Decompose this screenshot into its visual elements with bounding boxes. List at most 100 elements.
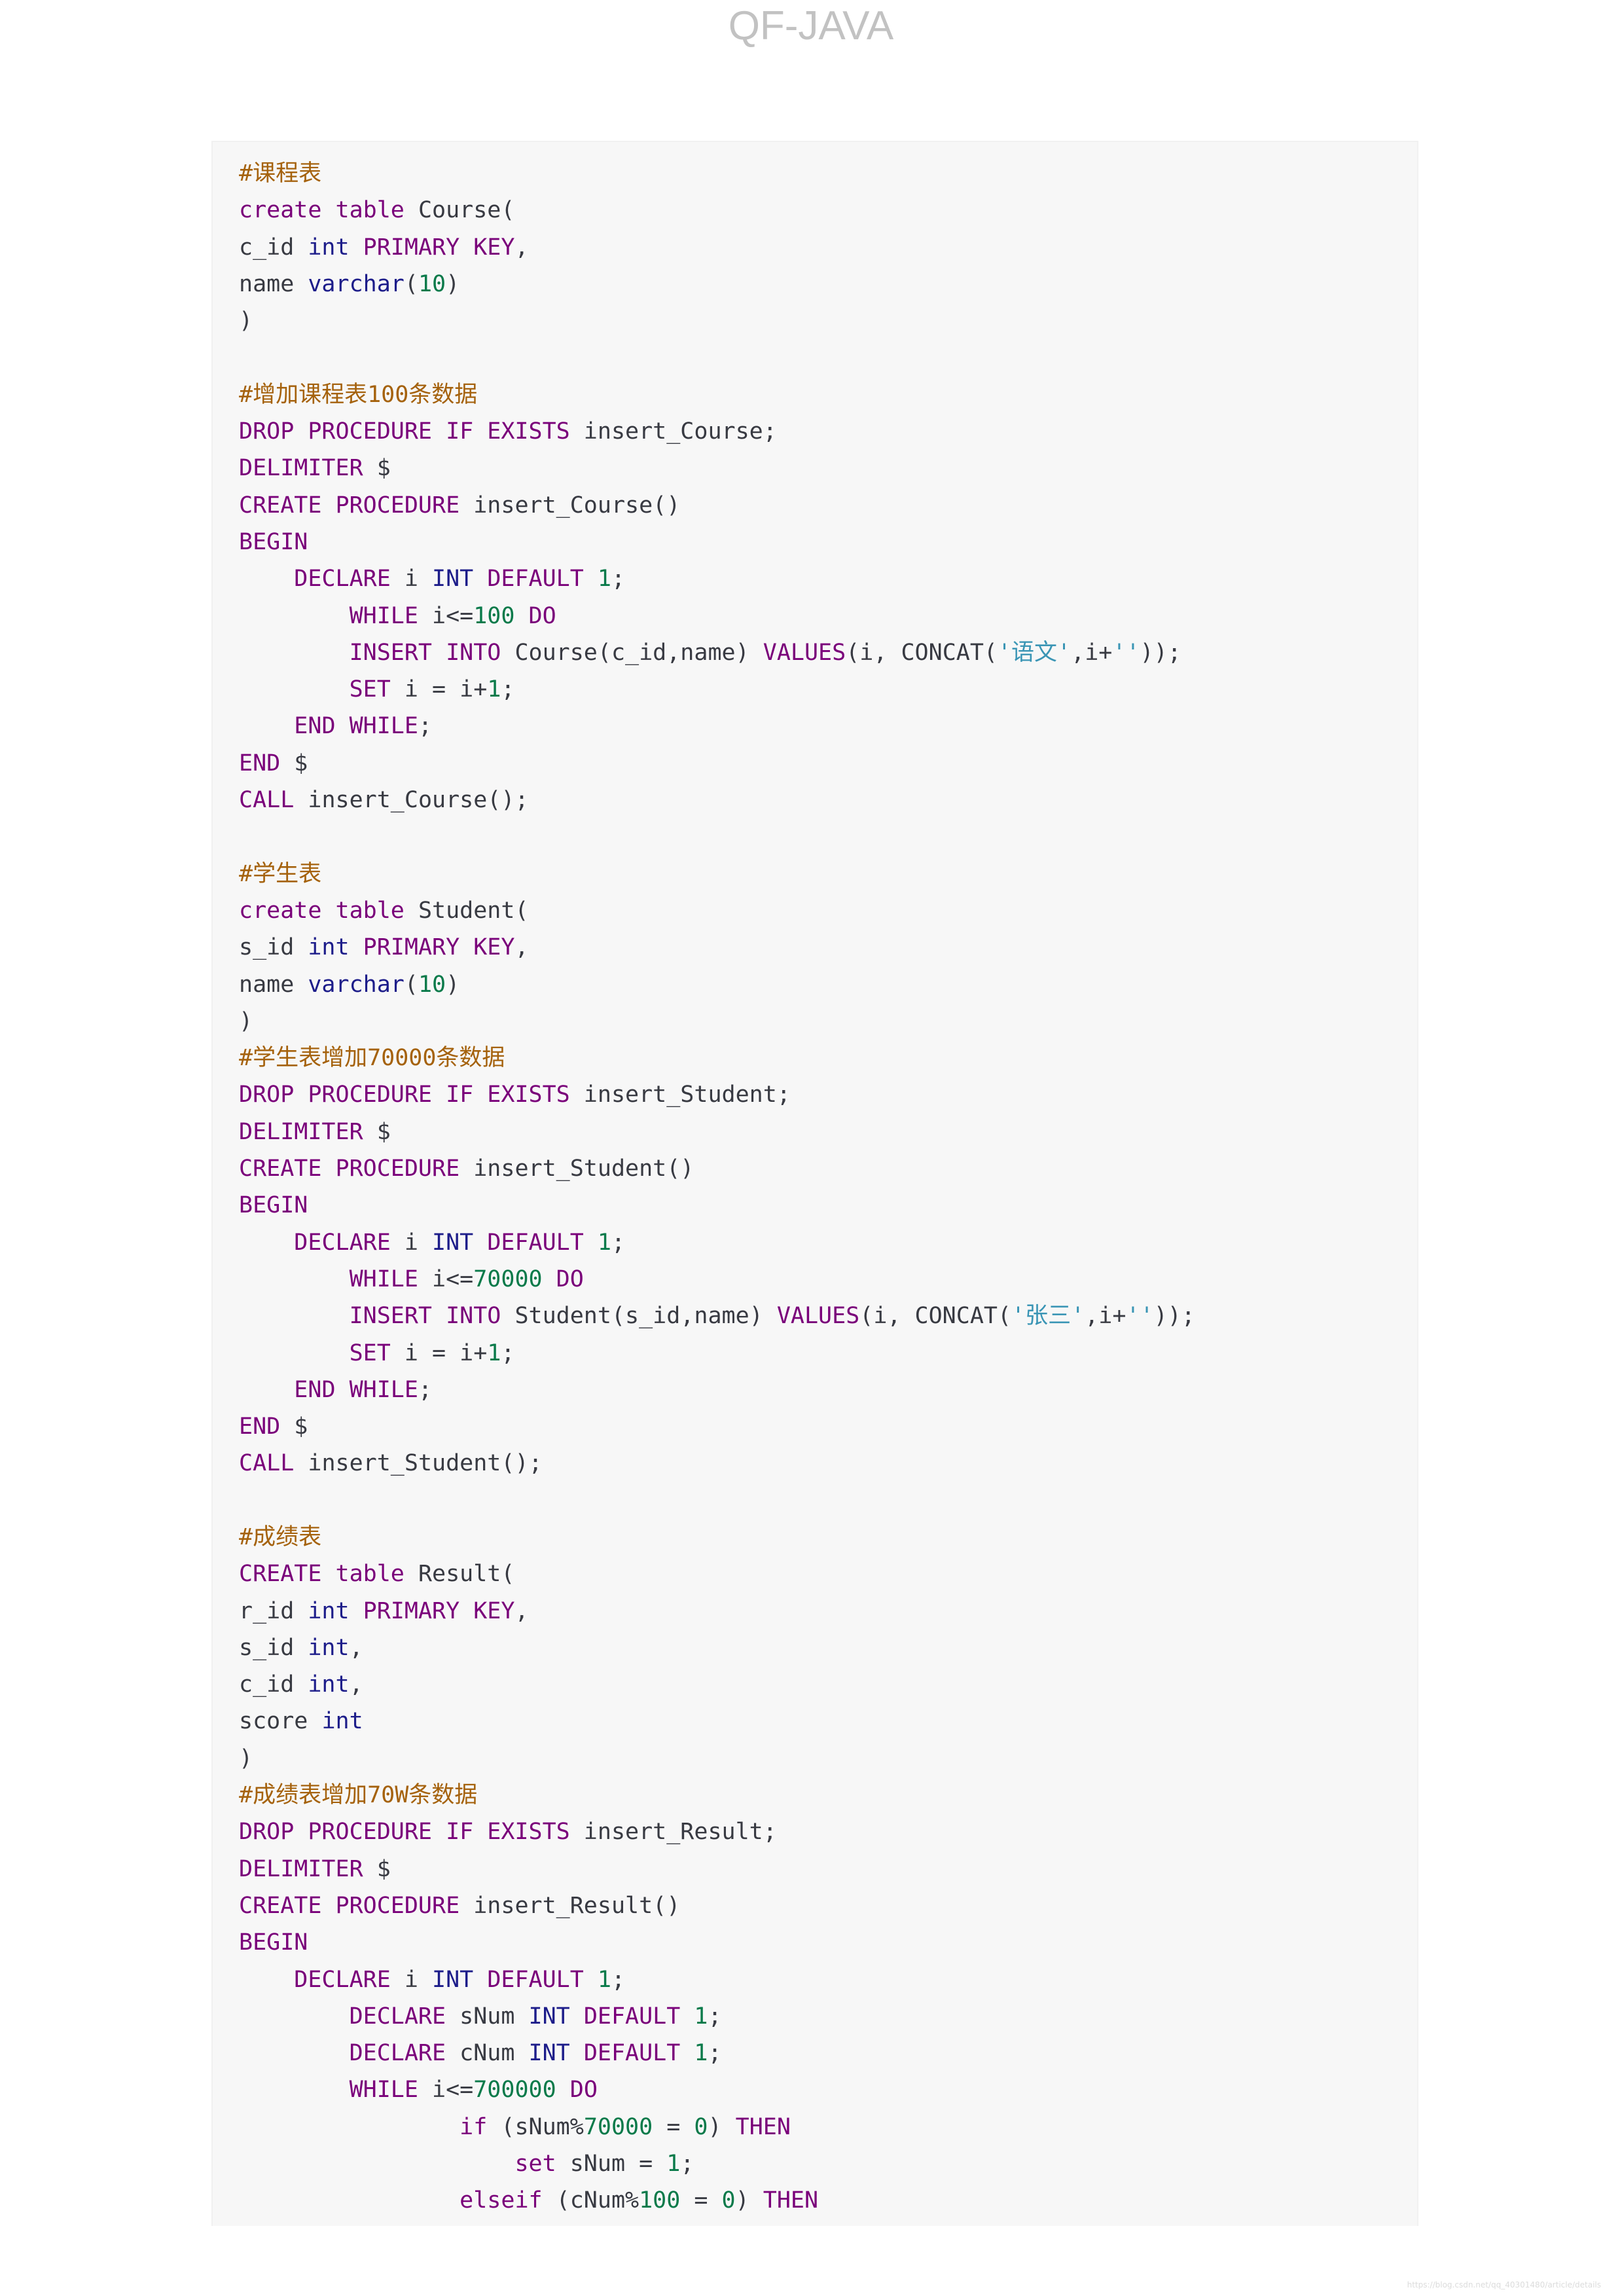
code-keyword: DELIMITER (239, 1855, 363, 1882)
code-text: ( (404, 270, 418, 297)
code-text: i = i+ (390, 676, 488, 703)
code-text: ; (680, 2151, 694, 2178)
code-text: ) (239, 1008, 253, 1034)
code-keyword: THEN (735, 2113, 791, 2140)
code-text: , (514, 934, 529, 961)
code-line: ) (239, 1740, 1195, 1777)
code-keyword: DEFAULT (487, 566, 584, 592)
code-line: DECLARE i INT DEFAULT 1; (239, 560, 1195, 597)
code-text: score (239, 1708, 322, 1735)
code-line: END WHILE; (239, 708, 1195, 744)
code-text (350, 934, 363, 960)
code-text: name (239, 270, 308, 297)
code-text: Result( (404, 1561, 515, 1588)
code-text (321, 197, 335, 223)
code-text (239, 1377, 294, 1403)
code-keyword: CREATE PROCEDURE (239, 1892, 460, 1919)
code-text: insert_Student() (460, 1156, 694, 1182)
code-type: int (308, 934, 350, 961)
code-text: cNum (446, 2040, 529, 2067)
code-type: INT (528, 2003, 570, 2030)
code-text: , (349, 1671, 363, 1698)
code-text: ) (446, 971, 460, 998)
code-text: i (390, 566, 433, 592)
code-text: Student( (404, 897, 529, 924)
code-line: name varchar(10) (239, 966, 1195, 1003)
code-text (239, 640, 350, 666)
code-number: 100 (639, 2187, 681, 2214)
code-text (239, 2151, 514, 2177)
code-text: i<= (418, 602, 474, 629)
code-line: WHILE i<=70000 DO (239, 1261, 1195, 1298)
code-keyword: create (239, 897, 322, 924)
code-keyword: WHILE (349, 2077, 418, 2104)
code-text (239, 2040, 350, 2066)
code-keyword: INSERT INTO (349, 1303, 501, 1330)
code-keyword: BEGIN (239, 1192, 308, 1219)
code-type: int (308, 1671, 350, 1698)
code-line: BEGIN (239, 524, 1195, 560)
code-text: = (680, 2187, 722, 2214)
code-text (239, 603, 350, 629)
code-text: r_id (239, 1597, 308, 1624)
code-keyword: if (460, 2113, 488, 2140)
code-text: ; (418, 713, 433, 740)
code-keyword: PRIMARY KEY (363, 934, 515, 961)
code-text: insert_Student; (569, 1082, 791, 1108)
code-text: , (349, 1634, 363, 1661)
code-comment: #成绩表 (239, 1523, 322, 1550)
code-line: create table Student( (239, 892, 1195, 929)
code-type: varchar (308, 971, 405, 998)
code-comment: #成绩表增加70W条数据 (239, 1782, 478, 1809)
code-keyword: DELIMITER (239, 455, 363, 482)
code-text: i<= (418, 1266, 474, 1292)
code-line: SET i = i+1; (239, 1335, 1195, 1372)
code-line: ) (239, 1003, 1195, 1040)
code-text: = (653, 2113, 694, 2140)
code-text (556, 2077, 570, 2103)
code-text: $ (363, 1118, 391, 1145)
code-text: ; (611, 1966, 626, 1993)
code-keyword: END (239, 750, 281, 776)
code-number: 10 (418, 971, 446, 998)
code-comment: #增加课程表100条数据 (239, 381, 478, 408)
code-number: 1 (597, 1229, 611, 1256)
code-text: ) (446, 270, 460, 297)
code-line: DELIMITER $ (239, 1114, 1195, 1150)
code-line: elseif (cNum%100 = 0) THEN (239, 2182, 1195, 2219)
code-line: CREATE PROCEDURE insert_Course() (239, 487, 1195, 524)
code-keyword: SET (349, 676, 391, 703)
code-text (680, 2040, 694, 2066)
code-text (239, 2114, 460, 2140)
code-keyword: elseif (460, 2187, 543, 2214)
code-keyword: DECLARE (294, 1229, 391, 1256)
code-text: sNum = (556, 2151, 667, 2178)
code-text (239, 1340, 350, 1366)
code-line: END $ (239, 1408, 1195, 1445)
code-line: c_id int, (239, 1666, 1195, 1703)
code-line: CALL insert_Student(); (239, 1445, 1195, 1482)
code-text (239, 1266, 350, 1292)
code-type: int (308, 1634, 350, 1661)
code-text: (sNum% (487, 2113, 584, 2140)
code-line: ) (239, 302, 1195, 339)
code-line: name varchar(10) (239, 266, 1195, 302)
code-text: insert_Course(); (294, 787, 529, 814)
code-comment: #学生表增加70000条数据 (239, 1045, 505, 1072)
code-number: 1 (694, 2003, 708, 2030)
watermark: https://blog.csdn.net/qq_40301480/articl… (1407, 2280, 1601, 2289)
code-text: (cNum% (542, 2187, 640, 2214)
code-line: DELIMITER $ (239, 450, 1195, 486)
code-line: BEGIN (239, 1924, 1195, 1961)
code-line: DECLARE i INT DEFAULT 1; (239, 1224, 1195, 1261)
code-text: insert_Result() (460, 1892, 681, 1919)
code-text (239, 2077, 350, 2103)
code-text: )); (1140, 639, 1181, 666)
code-keyword: table (335, 897, 405, 924)
code-line: DELIMITER $ (239, 1851, 1195, 1887)
code-keyword: CALL (239, 787, 295, 814)
code-text: , (514, 234, 529, 261)
code-text: ; (501, 676, 515, 703)
code-text: ) (735, 2187, 763, 2214)
